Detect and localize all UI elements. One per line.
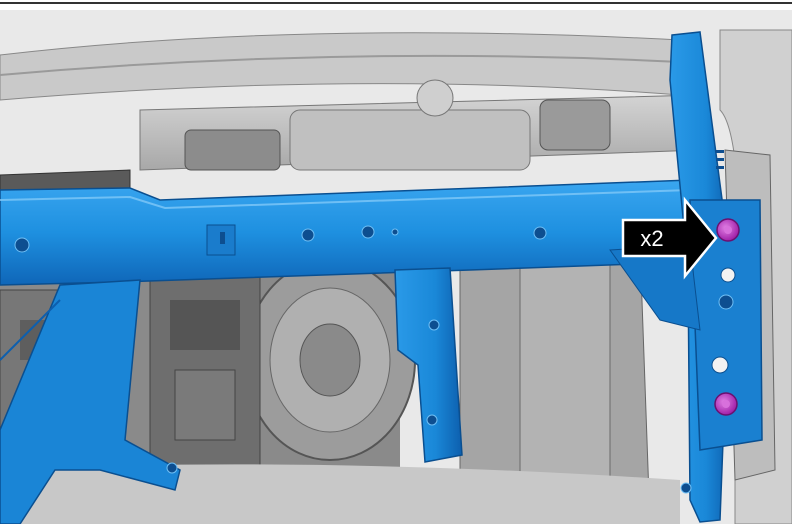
left-leg (0, 279, 181, 524)
side-mount-plate (689, 199, 763, 451)
arrow-right-icon (621, 196, 718, 280)
center-strap (394, 267, 463, 463)
highlighted-fasteners (714, 218, 740, 416)
engine-bay-background (0, 10, 792, 524)
blue-bracket-assembly (0, 31, 763, 524)
quantity-label: x2 (640, 226, 663, 251)
quantity-callout: x2 (621, 196, 718, 280)
